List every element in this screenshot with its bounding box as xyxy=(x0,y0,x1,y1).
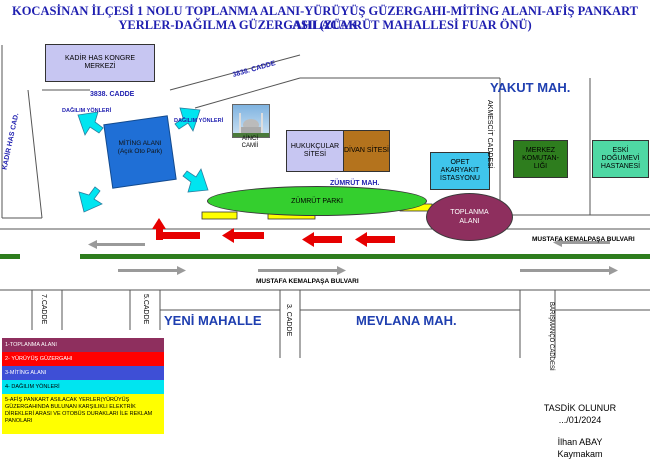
kadir-has-kongre-merkezi: KADİR HAS KONGRE MERKEZİ xyxy=(45,44,155,82)
mosque-image xyxy=(232,104,270,138)
label-dagilim-2: DAĞILIM YÖNLERİ xyxy=(174,118,224,124)
legend-text-2: 2- YÜRÜYÜŞ GÜZERGAHI xyxy=(5,355,73,362)
approval-name: İlhan ABAY xyxy=(557,437,603,447)
label-7-cadde: 7.CADDE xyxy=(40,294,47,325)
label-yakut-mah: YAKUT MAH. xyxy=(490,80,571,95)
mosque-icon xyxy=(233,113,269,137)
approval-block: TASDİK OLUNUR .../01/2024 İlhan ABAY Kay… xyxy=(520,402,640,460)
camii-label: AİNCİ CAMİİ xyxy=(232,136,268,150)
merkez-komutanligi: MERKEZ KOMUTAN-LIĞI xyxy=(513,140,568,178)
label-barismanco-caddesi: BARIŞMANÇO CADDESİ xyxy=(548,302,554,371)
label-5-cadde: 5.CADDE xyxy=(142,294,149,325)
label-zumrut-mah: ZÜMRÜT MAH. xyxy=(330,180,380,187)
eski-label: ESKİ DOĞUMEVİ HASTANESİ xyxy=(600,147,641,170)
kongre-label: KADİR HAS KONGRE MERKEZİ xyxy=(65,55,136,70)
legend-miting: 3-MİTİNG ALANI xyxy=(2,366,164,380)
legend-afis: 5-AFİŞ PANKART ASILACAK YERLER(YÜRÜYÜŞ G… xyxy=(2,394,164,434)
divan-label: DİVAN SİTESİ xyxy=(344,147,389,154)
label-akmescit-caddesi: AKMESCİT CADDESİ xyxy=(486,100,493,169)
miting-alani-label: MİTİNG ALANI (Açık Oto Park) xyxy=(110,140,170,156)
opet-istasyonu: OPET AKARYAKIT İSTASYONU xyxy=(430,152,490,190)
legend-dagilim: 4- DAĞILIM YÖNLERİ xyxy=(2,380,164,394)
label-dagilim-1: DAĞILIM YÖNLERİ xyxy=(62,108,112,114)
toplanma-alani: TOPLANMA ALANI xyxy=(426,193,513,241)
miting-line1: MİTİNG ALANI xyxy=(118,140,162,147)
legend-text-5: 5-AFİŞ PANKART ASILACAK YERLER(YÜRÜYÜŞ G… xyxy=(5,397,153,424)
label-3-cadde: 3. CADDE xyxy=(285,304,292,337)
camii-line2: CAMİİ xyxy=(241,143,259,149)
label-yeni-mahalle: YENİ MAHALLE xyxy=(164,313,262,328)
legend-text-3: 3-MİTİNG ALANI xyxy=(5,369,47,376)
miting-line2: (Açık Oto Park) xyxy=(117,148,163,155)
zumrut-parki: ZÜMRÜT PARKI xyxy=(207,186,427,216)
zumrut-park-label: ZÜMRÜT PARKI xyxy=(291,197,343,205)
hukukcular-label: HUKUKÇULAR SİTESİ xyxy=(290,143,340,158)
approval-date: .../01/2024 xyxy=(558,415,602,425)
label-mustafa-kemalpasa-bottom: MUSTAFA KEMALPAŞA BULVARI xyxy=(256,278,359,285)
map-title-line1: KOCASİNAN İLÇESİ 1 NOLU TOPLANMA ALANI-Y… xyxy=(11,4,639,32)
label-mevlana-mah: MEVLANA MAH. xyxy=(356,313,457,328)
legend-text-4: 4- DAĞILIM YÖNLERİ xyxy=(5,383,60,390)
approval-role: Kaymakam xyxy=(557,449,603,459)
eski-dogumevi-hastanesi: ESKİ DOĞUMEVİ HASTANESİ xyxy=(592,140,649,178)
label-mustafa-kemalpasa-right: MUSTAFA KEMALPAŞA BULVARI xyxy=(532,236,635,243)
hukukcular-sitesi: HUKUKÇULAR SİTESİ xyxy=(286,130,344,172)
toplanma-label: TOPLANMA ALANI xyxy=(450,209,489,225)
label-3838-cadde-left: 3838. CADDE xyxy=(90,91,135,98)
camii-line1: AİNCİ xyxy=(241,136,258,142)
divan-sitesi: DİVAN SİTESİ xyxy=(343,130,390,172)
legend-text-1: 1-TOPLANMA ALANI xyxy=(5,341,57,348)
merkez-label: MERKEZ KOMUTAN-LIĞI xyxy=(522,147,559,170)
legend-toplanma: 1-TOPLANMA ALANI xyxy=(2,338,164,352)
approval-tasdik: TASDİK OLUNUR xyxy=(543,403,617,413)
legend-yuruyus: 2- YÜRÜYÜŞ GÜZERGAHI xyxy=(2,352,164,366)
map-title-line2: YERLER-DAĞILMA GÜZERGAHI (ZÜMRÜT MAHALLE… xyxy=(118,18,532,32)
opet-label: OPET AKARYAKIT İSTASYONU xyxy=(440,159,480,182)
